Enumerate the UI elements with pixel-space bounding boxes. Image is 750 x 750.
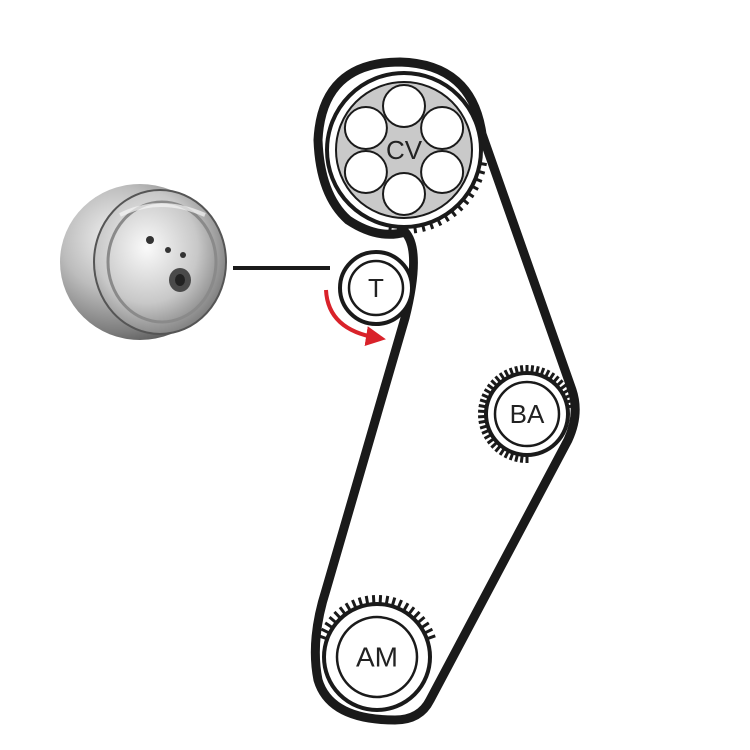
curved-arrow-icon [324, 289, 386, 346]
camshaft-pulley: CV [325, 71, 483, 229]
crankshaft-pulley: AM [318, 595, 436, 712]
camshaft-label: CV [386, 135, 423, 165]
camshaft-hole [382, 172, 426, 216]
camshaft-hole [343, 150, 388, 194]
crankshaft-label: AM [356, 642, 398, 673]
camshaft-holes [343, 84, 465, 216]
tensioner-roller-icon [60, 184, 227, 340]
timing-belt [310, 57, 580, 725]
camshaft-hole [420, 150, 465, 194]
camshaft-hole [343, 106, 388, 150]
camshaft-hole [420, 106, 465, 150]
camshaft-hole [382, 84, 426, 128]
tensioner-pulley: T [338, 250, 414, 326]
tensioner-label: T [368, 273, 384, 303]
balance-shaft-label: BA [510, 399, 545, 429]
balance-shaft-pulley: BA [477, 365, 576, 463]
